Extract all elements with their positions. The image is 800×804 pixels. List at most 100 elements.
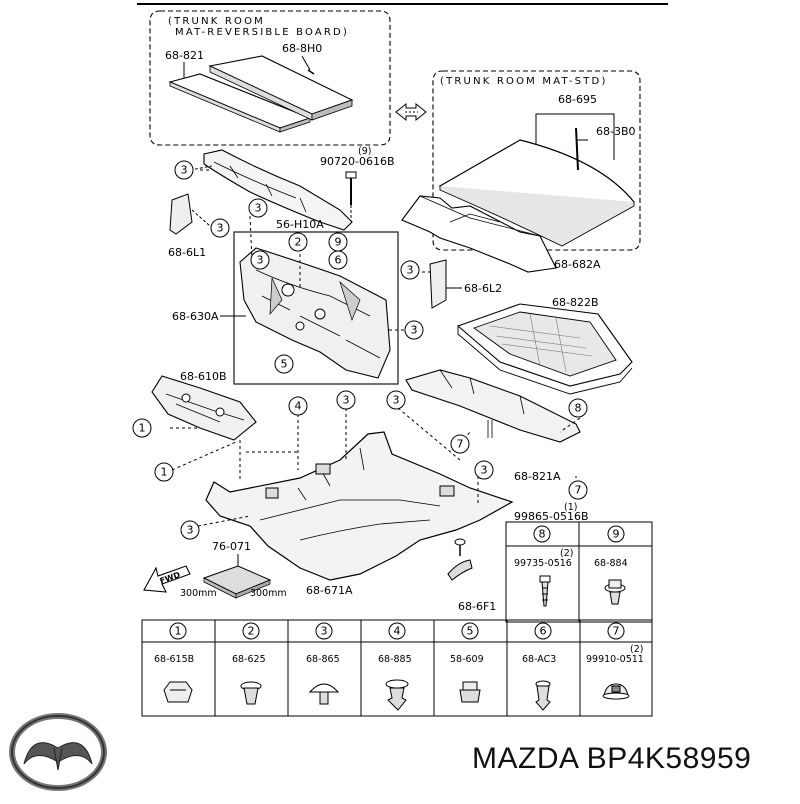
legend-5: 5 58-609	[450, 622, 484, 703]
dimension-300mm-2: 300mm	[250, 588, 287, 599]
svg-text:3: 3	[407, 264, 414, 277]
callout-6: 6	[328, 250, 348, 270]
part-56-H10A: 56-H10A	[276, 218, 324, 231]
svg-text:3: 3	[411, 324, 418, 337]
svg-text:2: 2	[248, 625, 255, 638]
callout-9: 9	[328, 232, 348, 252]
callout-3: 3	[474, 460, 494, 480]
brand-part-number: MAZDA BP4K58959	[472, 742, 752, 775]
callout-7: 7	[568, 480, 588, 500]
callout-2: 2	[288, 232, 308, 252]
part-99865-0516B: 99865-0516B	[514, 510, 589, 523]
exchange-arrow-icon	[395, 102, 427, 122]
legend-2-part: 68-625	[232, 654, 266, 665]
svg-text:6: 6	[335, 254, 342, 267]
svg-text:4: 4	[295, 400, 302, 413]
svg-text:3: 3	[481, 464, 488, 477]
legend-3: 3 68-865	[306, 622, 340, 705]
legend-7: 7 (2) 99910-0511	[586, 622, 644, 700]
legend-table-top: 8 (2) 99735-0516 9 68-884	[505, 521, 653, 623]
legend-1-part: 68-615B	[154, 654, 194, 665]
legend-7-part: 99910-0511	[586, 654, 644, 665]
leader-lines	[170, 169, 581, 527]
part-68-671A-drawing	[205, 431, 514, 581]
svg-text:1: 1	[161, 466, 168, 479]
svg-text:7: 7	[613, 625, 620, 638]
svg-text:4: 4	[394, 625, 401, 638]
callout-1: 1	[154, 462, 174, 482]
part-68-610B-drawing	[151, 375, 257, 441]
part-68-6F1-drawing	[447, 538, 473, 581]
callout-8: 8	[568, 398, 588, 418]
bolt-90720-drawing	[345, 171, 357, 222]
callout-3: 3	[210, 218, 230, 238]
callout-3: 3	[250, 250, 270, 270]
legend-4: 4 68-885	[378, 622, 412, 711]
svg-text:8: 8	[575, 402, 582, 415]
fwd-label: FWD	[159, 570, 182, 586]
callout-1: 1	[132, 418, 152, 438]
svg-text:6: 6	[540, 625, 547, 638]
part-99865-qty: (1)	[564, 502, 577, 513]
part-68-6L1: 68-6L1	[168, 246, 206, 259]
part-68-821A: 68-821A	[514, 470, 561, 483]
part-68-695: 68-695	[558, 93, 597, 106]
part-56-H10A-drawing	[203, 149, 353, 231]
svg-text:3: 3	[217, 222, 224, 235]
part-68-822B-drawing	[456, 303, 633, 395]
callout-3: 3	[336, 390, 356, 410]
part-68-6L2: 68-6L2	[464, 282, 502, 295]
std-mat-box: (TRUNK ROOM MAT-STD) 68-695 68-3B0	[432, 70, 641, 251]
legend-5-part: 58-609	[450, 654, 484, 665]
svg-text:8: 8	[539, 528, 546, 541]
reversible-board-box: (TRUNK ROOM MAT-REVERSIBLE BOARD) 68-821…	[149, 10, 391, 146]
part-68-6L2-drawing	[429, 259, 447, 309]
callout-4: 4	[288, 396, 308, 416]
part-68-6F1: 68-6F1	[458, 600, 496, 613]
reversible-title-2: MAT-REVERSIBLE BOARD)	[175, 27, 349, 38]
svg-text:7: 7	[457, 438, 464, 451]
part-68-630A-drawing	[239, 247, 391, 379]
std-title: (TRUNK ROOM MAT-STD)	[440, 76, 608, 87]
svg-text:5: 5	[467, 625, 474, 638]
part-68-821-top: 68-821	[165, 49, 204, 62]
svg-text:1: 1	[139, 422, 146, 435]
callout-3: 3	[174, 160, 194, 180]
svg-text:3: 3	[343, 394, 350, 407]
part-68-671A: 68-671A	[306, 584, 353, 597]
svg-text:2: 2	[295, 236, 302, 249]
svg-text:3: 3	[257, 254, 264, 267]
dash-insulator-frame	[233, 231, 399, 385]
legend-6: 6 68-AC3	[522, 622, 556, 711]
svg-text:9: 9	[335, 236, 342, 249]
callout-3: 3	[386, 390, 406, 410]
legend-7-qty: (2)	[630, 644, 643, 655]
callout-3: 3	[248, 198, 268, 218]
svg-text:3: 3	[181, 164, 188, 177]
part-68-8H0: 68-8H0	[282, 42, 322, 55]
svg-text:3: 3	[321, 625, 328, 638]
part-90720-qty: (9)	[358, 146, 371, 157]
callouts: 3 3 3 2 3 9 6 5 3 3 1 1 4 3 3 8 7 3 7 3	[132, 160, 588, 540]
dimension-300mm-1: 300mm	[180, 588, 217, 599]
svg-text:3: 3	[393, 394, 400, 407]
legend-table-bottom: 1 68-615B 2 68-625 3 68-865 4 68-885 5 5…	[141, 619, 653, 717]
part-68-6L1-drawing	[169, 193, 211, 235]
part-76-071: 76-071	[212, 540, 251, 553]
part-68-682A: 68-682A	[554, 258, 601, 271]
svg-text:5: 5	[281, 358, 288, 371]
svg-text:1: 1	[175, 625, 182, 638]
legend-8-qty: (2)	[560, 548, 573, 559]
legend-8: 8 (2) 99735-0516	[514, 525, 573, 607]
legend-9-part: 68-884	[594, 558, 628, 569]
legend-8-part: 99735-0516	[514, 558, 572, 569]
legend-2: 2 68-625	[232, 622, 266, 705]
callout-5: 5	[274, 354, 294, 374]
legend-6-part: 68-AC3	[522, 654, 556, 665]
legend-9: 9 68-884	[594, 525, 628, 605]
part-68-610B: 68-610B	[180, 370, 227, 383]
part-76-071-drawing	[202, 554, 272, 599]
part-90720-0616B: 90720-0616B	[320, 155, 395, 168]
